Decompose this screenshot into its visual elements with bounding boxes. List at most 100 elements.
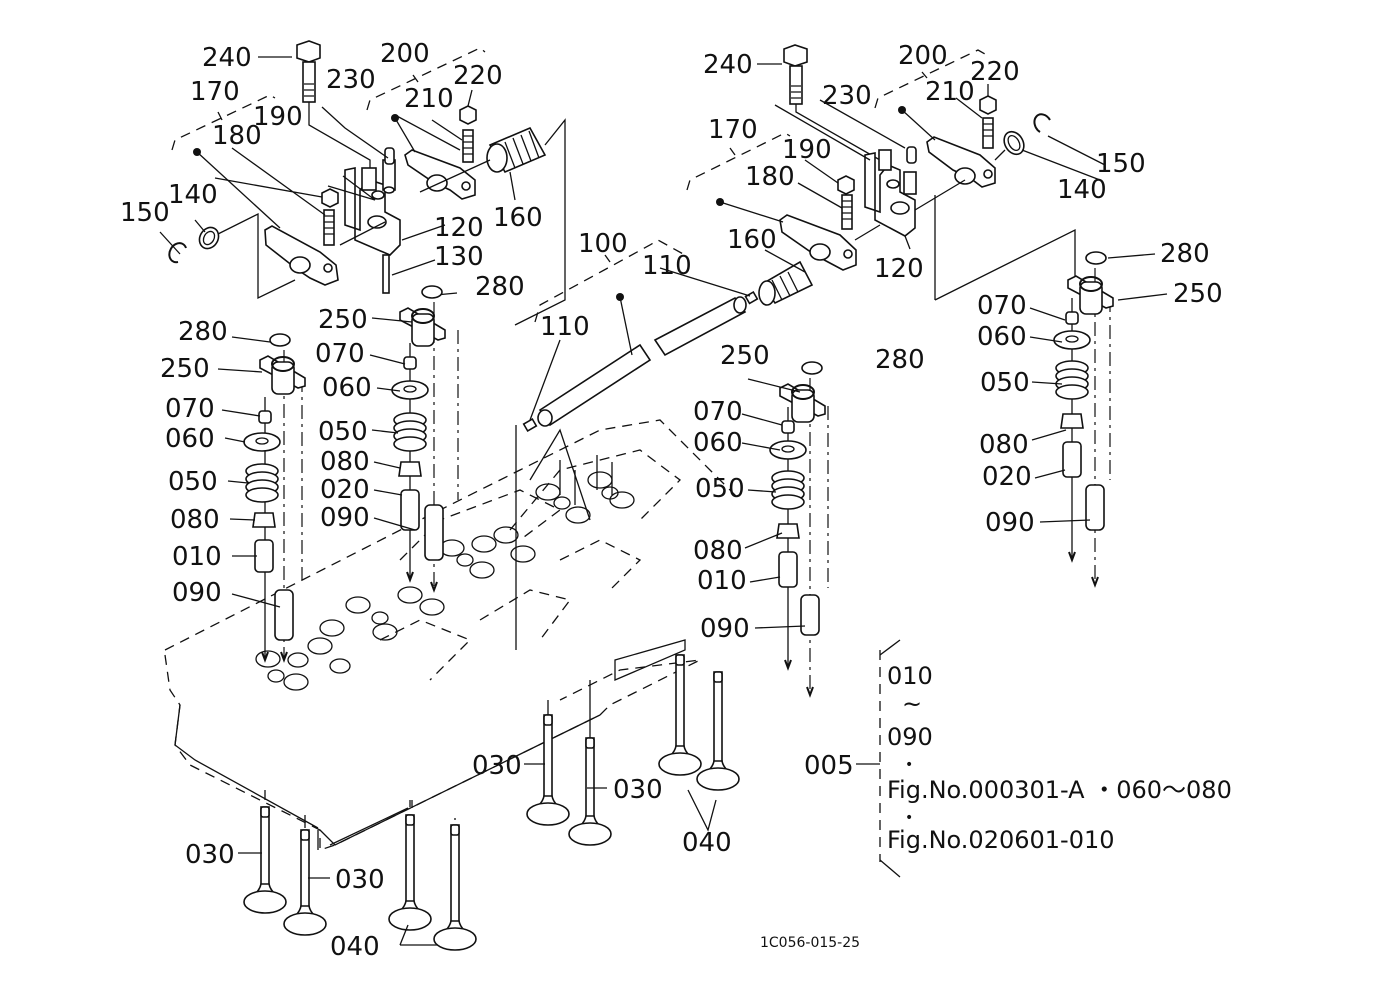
arrow-icon [261,651,269,663]
leader-line [231,593,281,608]
leader-line [376,387,401,392]
valve-head [696,767,740,791]
valve-bridge-ring [271,356,295,372]
label-090-a: 090 [172,578,222,608]
label-230-right: 230 [822,81,872,111]
valve-cap-280 [801,361,823,375]
label-220-right: 220 [970,57,1020,87]
collet-070 [781,420,795,434]
valve-stem-seal-080 [252,512,276,528]
valve-stem [260,806,270,891]
spring-retainer-060 [769,440,807,460]
label-150-right: 150 [1096,149,1146,179]
leader-line [1031,429,1067,441]
label-160-right: 160 [727,225,777,255]
label-210-left: 210 [404,84,454,114]
label-010-a: 010 [172,542,222,572]
label-200-right: 200 [898,41,948,71]
label-190-right: 190 [782,135,832,165]
leader-line [217,368,263,373]
leader-line [1034,469,1066,479]
valve-tip [543,714,553,726]
label-030-c: 030 [472,751,522,781]
label-240-right: 240 [703,50,753,80]
valve-stem [675,654,685,753]
leader-line [1039,519,1091,523]
cylinder-head [164,419,741,851]
leader-line [1107,253,1156,259]
valve-spring-050 [1055,384,1089,400]
label-010-c: 010 [697,566,747,596]
spring-160-right [758,260,814,306]
valve-4 [526,714,570,826]
spring-retainer-060 [391,380,429,400]
label-280-a: 280 [178,317,228,347]
valve-bridge-boss [1079,281,1103,315]
label-040-a: 040 [330,932,380,962]
valve-tip [675,654,685,666]
label-090-d: 090 [985,508,1035,538]
valve-spring-stacks [217,251,1168,698]
valve-tip [450,824,460,836]
valve-tip [585,737,595,749]
retainer-hole [781,445,795,453]
label-050-b: 050 [318,417,368,447]
valve-3 [433,824,477,951]
leader-line [371,317,413,323]
label-060-b: 060 [322,373,372,403]
label-140-right: 140 [1057,175,1107,205]
label-060-d: 060 [977,322,1027,352]
bolt-240-right [783,44,881,161]
valve-tip [405,814,415,826]
label-240-left: 240 [202,43,252,73]
label-050-c: 050 [695,474,745,504]
arrow-icon [406,571,414,583]
label-230-left: 230 [326,65,376,95]
arrow-icon [806,686,814,698]
valve-stem [543,714,553,803]
leader-line [371,429,399,434]
label-250-a: 250 [160,354,210,384]
label-120-left: 120 [434,213,484,243]
arrow-icon [784,659,792,671]
label-250-d: 250 [1173,279,1223,309]
valve-head [388,907,432,931]
spring-retainer-060 [1053,330,1091,350]
valve-5 [568,737,612,846]
valve-tip [300,829,310,841]
push-rod-090 [424,504,444,561]
label-280-upper-left: 280 [475,272,525,302]
valve-bridge-boss [271,361,295,395]
valve-head [283,912,327,936]
valve-6 [658,654,702,776]
valve-head [433,927,477,951]
valves [238,654,740,951]
leader-line [1029,336,1063,343]
collet-070 [403,356,417,370]
bolt-240-left [296,40,371,180]
label-050-a: 050 [168,467,218,497]
valve-cap-280 [1085,251,1107,265]
valve-head [568,822,612,846]
rocker-bracket-120-right [864,149,917,237]
label-170-right: 170 [708,115,758,145]
valve-stem [585,737,595,823]
drawing-code: 1C056-015-25 [760,935,860,951]
retainer-hole [1065,335,1079,343]
label-060-c: 060 [693,428,743,458]
label-200-left: 200 [380,39,430,69]
valve-spring-050 [771,494,805,510]
label-130-left: 130 [434,242,484,272]
label-080-a: 080 [170,505,220,535]
leader-line [227,480,249,484]
valve-tip [713,671,723,683]
valve-guide [400,489,420,531]
label-180-left: 180 [212,121,262,151]
note-bullet-1: • [905,757,913,773]
leader-line [741,442,781,451]
label-190-left: 190 [253,102,303,132]
valve-bridge-ring [1079,276,1103,292]
label-150-left: 150 [120,198,170,228]
reference-note: 005 010 ~ 090 • Fig.No.000301-A ・060～080… [804,639,1232,878]
label-005: 005 [804,751,854,781]
